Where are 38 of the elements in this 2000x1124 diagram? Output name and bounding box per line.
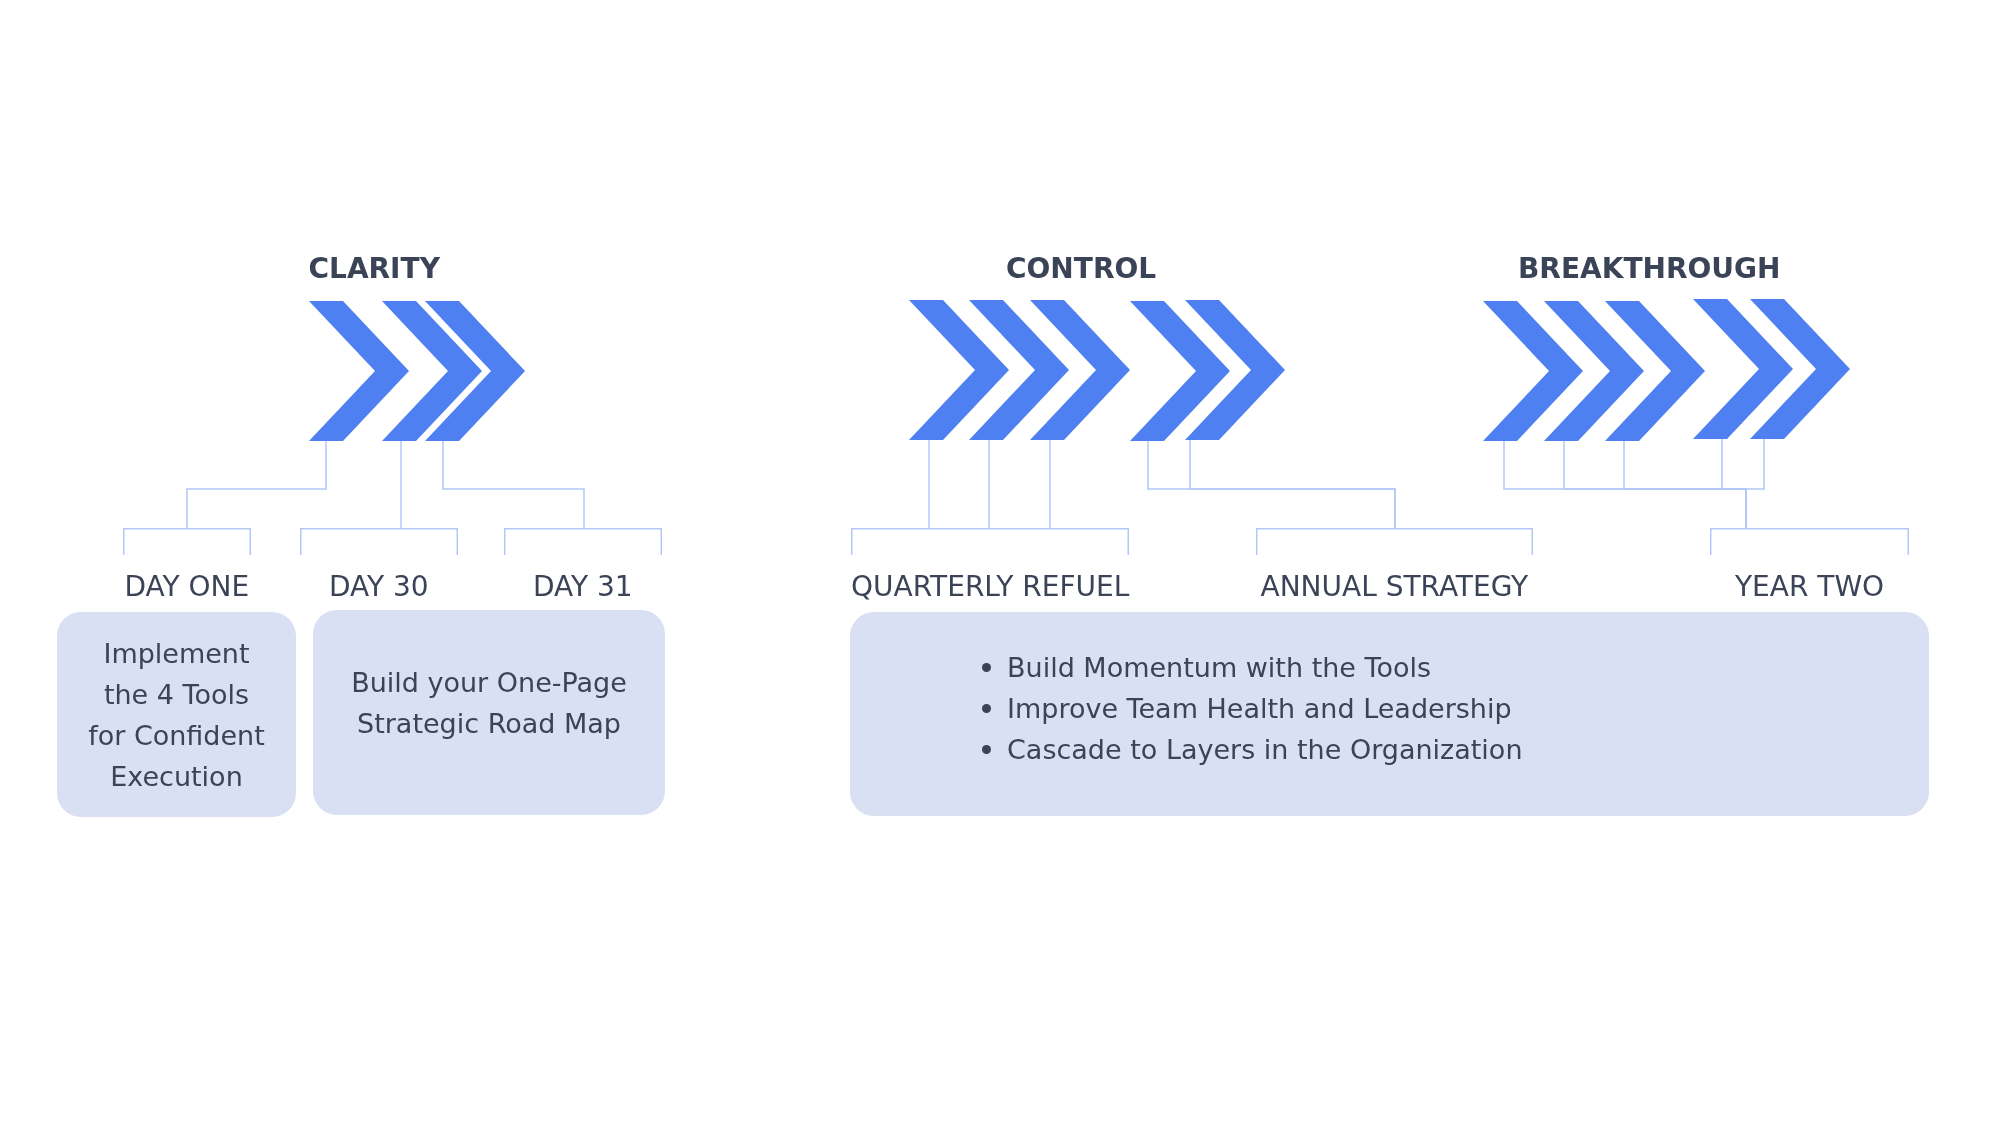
bullet-text: Build Momentum with the Tools <box>1007 651 1432 685</box>
progress-step <box>309 301 409 441</box>
milestone-label: ANNUAL STRATEGY <box>1260 570 1529 604</box>
phase-title: CLARITY <box>308 252 440 286</box>
info-card <box>57 612 296 817</box>
progress-step <box>1130 301 1230 441</box>
progress-step <box>425 301 525 441</box>
milestone-label: QUARTERLY REFUEL <box>851 570 1130 604</box>
connector-line <box>186 440 327 529</box>
progress-step <box>1544 301 1644 441</box>
connector-line <box>400 440 402 529</box>
connector-line <box>1745 438 1765 529</box>
phase-title: BREAKTHROUGH <box>1518 252 1781 286</box>
progress-step <box>1750 299 1850 439</box>
connector-line <box>1189 439 1396 529</box>
milestone-label: DAY ONE <box>124 570 250 604</box>
phase-title: CONTROL <box>1006 252 1157 286</box>
progress-step <box>1030 300 1130 440</box>
progress-step <box>382 301 482 441</box>
milestone-label: DAY 30 <box>329 570 429 604</box>
connector-line <box>1049 439 1051 529</box>
progress-step <box>1185 300 1285 440</box>
progress-step <box>1483 301 1583 441</box>
connector-line <box>928 439 930 529</box>
info-card <box>313 610 665 815</box>
progress-step <box>969 300 1069 440</box>
progress-step <box>1693 299 1793 439</box>
bullet-text: Improve Team Health and Leadership <box>1007 692 1512 726</box>
connector-line <box>442 440 585 529</box>
card-text: Implement the 4 Tools for Confident Execution <box>87 636 266 794</box>
connector-line <box>988 439 990 529</box>
card-text: Build your One-Page Strategic Road Map <box>350 666 628 741</box>
milestone-label: DAY 31 <box>533 570 633 604</box>
bullet-text: Cascade to Layers in the Organization <box>1007 733 1523 767</box>
progress-step <box>909 300 1009 440</box>
milestone-label: YEAR TWO <box>1735 570 1885 604</box>
info-card <box>850 612 1929 816</box>
progress-step <box>1605 301 1705 441</box>
